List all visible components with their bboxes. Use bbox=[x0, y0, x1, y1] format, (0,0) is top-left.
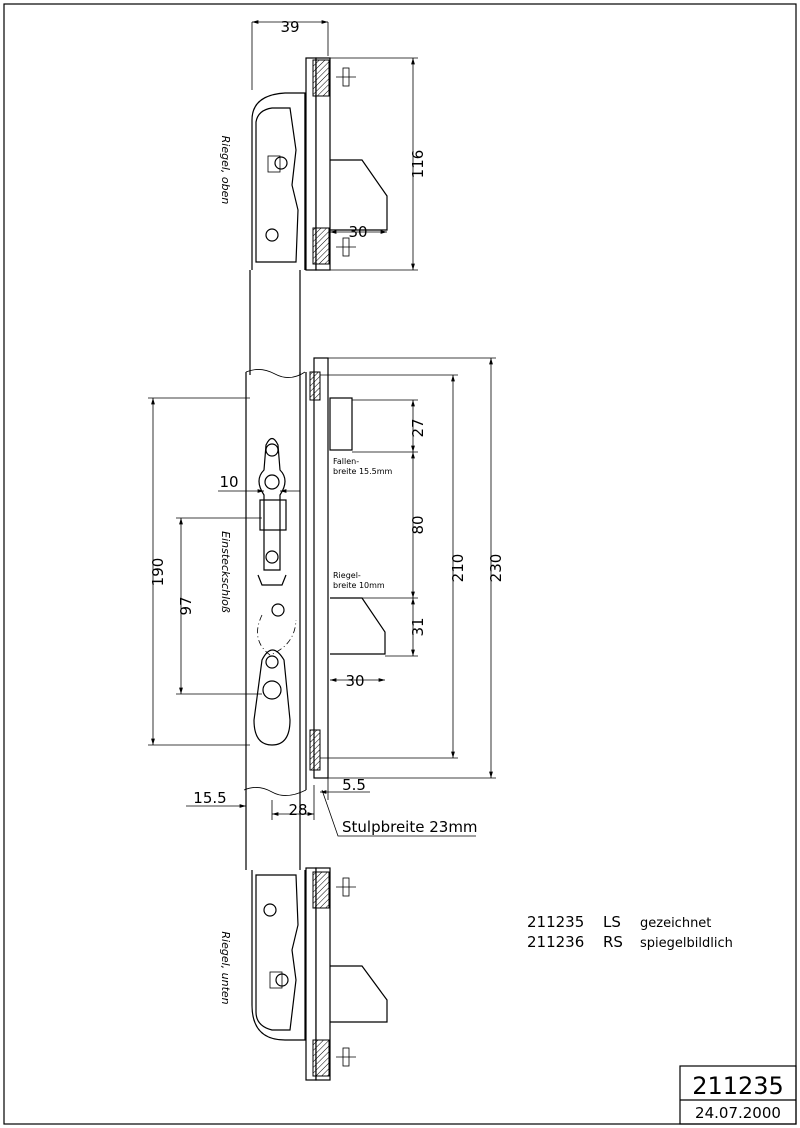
dim-upper-bolt-throw: 30 bbox=[348, 223, 367, 241]
dim-190: 190 bbox=[149, 558, 167, 587]
part-list: 211235 LS gezeichnet 211236 RS spiegelbi… bbox=[527, 913, 733, 951]
note-bolt-width-1: Riegel- bbox=[333, 571, 361, 580]
dim-upper-bolt-height: 116 bbox=[409, 150, 427, 179]
part-number-1: 211235 bbox=[527, 913, 584, 931]
faceplate-width-note: Stulpbreite 23mm bbox=[342, 818, 478, 836]
label-upper-bolt: Riegel, oben bbox=[219, 136, 232, 205]
note-latch-width-1: Fallen- bbox=[333, 457, 359, 466]
dim-center-distance: 80 bbox=[409, 515, 427, 534]
label-lock-body: Einsteckschloß bbox=[219, 531, 232, 613]
part-side-2: RS bbox=[603, 933, 623, 951]
title-block: 211235 24.07.2000 bbox=[679, 1065, 797, 1125]
upper-bolt-assembly bbox=[245, 57, 388, 378]
part-note-1: gezeichnet bbox=[640, 916, 711, 931]
dim-lock-bolt-throw: 30 bbox=[345, 672, 364, 690]
label-lower-bolt: Riegel, unten bbox=[219, 931, 232, 1004]
dim-15-5: 15.5 bbox=[193, 789, 226, 807]
dim-28: 28 bbox=[288, 801, 307, 819]
part-note-2: spiegelbildlich bbox=[640, 936, 733, 951]
dim-5-5: 5.5 bbox=[342, 776, 366, 794]
title-block-date: 24.07.2000 bbox=[695, 1104, 781, 1122]
dim-230: 230 bbox=[487, 554, 505, 583]
dim-97: 97 bbox=[177, 596, 195, 615]
note-latch-width-2: breite 15.5mm bbox=[333, 467, 393, 476]
lock-body-assembly bbox=[243, 357, 386, 796]
dim-top-width: 39 bbox=[280, 18, 299, 36]
part-side-1: LS bbox=[603, 913, 621, 931]
part-number-2: 211236 bbox=[527, 933, 584, 951]
dim-210: 210 bbox=[449, 554, 467, 583]
dim-10: 10 bbox=[219, 473, 238, 491]
note-bolt-width-2: breite 10mm bbox=[333, 581, 385, 590]
dim-bolt-height: 31 bbox=[409, 617, 427, 636]
title-block-number: 211235 bbox=[692, 1072, 784, 1100]
drawing-frame bbox=[3, 3, 797, 1125]
lower-bolt-assembly bbox=[245, 790, 388, 1081]
dim-latch-height: 27 bbox=[409, 418, 427, 437]
